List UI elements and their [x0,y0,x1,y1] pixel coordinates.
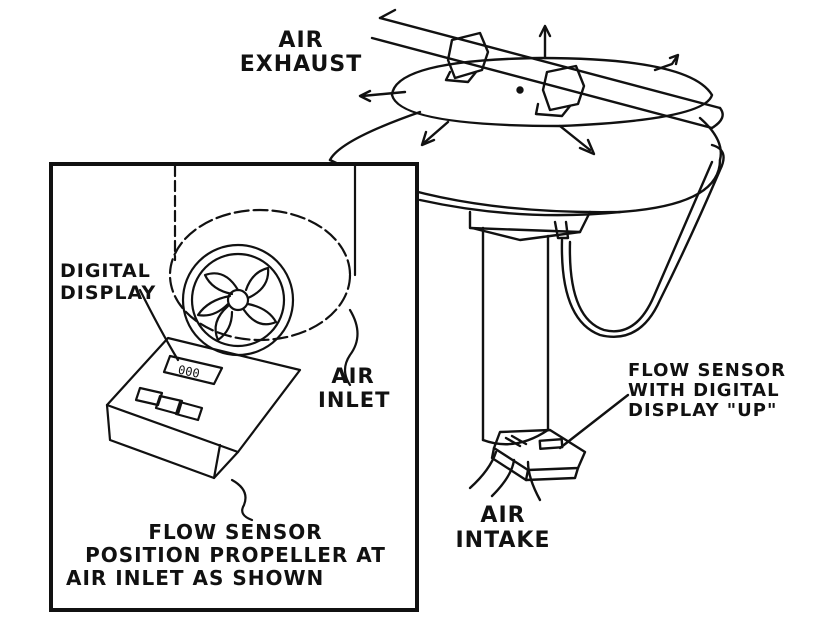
air-inlet-label: AIR INLET [318,364,391,412]
instruction-line-1: FLOW SENSOR [148,520,323,544]
air-intake-line-2: INTAKE [455,528,551,553]
flow-sensor-up-line-2: WITH DIGITAL [628,380,780,401]
pipe-clamp-right [534,64,586,118]
exhaust-arrows [358,24,680,156]
air-exhaust-label: AIR EXHAUST [236,30,366,76]
air-intake-line-1: AIR [480,503,526,528]
instruction-line-2: POSITION PROPELLER AT [85,543,386,567]
propeller [196,266,278,342]
flow-sensor-leader [558,393,630,450]
air-inlet-line-1: AIR [331,364,375,388]
air-exhaust-line-1: AIR [278,28,324,53]
digital-display-line-1: DIGITAL [60,260,151,282]
sensor-cable [560,143,725,338]
flow-sensor-instruction-label: FLOW SENSOR POSITION PROPELLER AT AIR IN… [58,522,413,588]
air-inlet-leader [343,308,359,387]
air-inlet-line-2: INLET [318,388,391,412]
instruction-line-3: AIR INLET AS SHOWN [66,566,325,590]
flow-sensor-up-line-3: DISPLAY "UP" [628,400,778,421]
mount-bracket [468,210,592,242]
intake-arrows [468,450,542,502]
pipe-clamp-left [444,31,490,84]
digital-display-label: DIGITAL DISPLAY [60,262,156,303]
flow-sensor-up-line-1: FLOW SENSOR [628,360,786,381]
digital-display-leader [138,288,180,362]
upper-lid [390,56,714,128]
flow-meter-body: 000 [105,336,302,480]
sensor-instruction-leader [230,478,254,522]
inset-detail-frame [49,162,419,612]
flow-sensor-up-label: FLOW SENSOR WITH DIGITAL DISPLAY "UP" [628,362,786,420]
support-pipe [370,8,724,130]
air-exhaust-line-2: EXHAUST [239,52,363,77]
flow-sensor-small [490,428,587,482]
air-intake-label: AIR INTAKE [438,505,568,552]
svg-text:000: 000 [177,363,201,381]
digital-display-line-2: DISPLAY [60,282,157,304]
